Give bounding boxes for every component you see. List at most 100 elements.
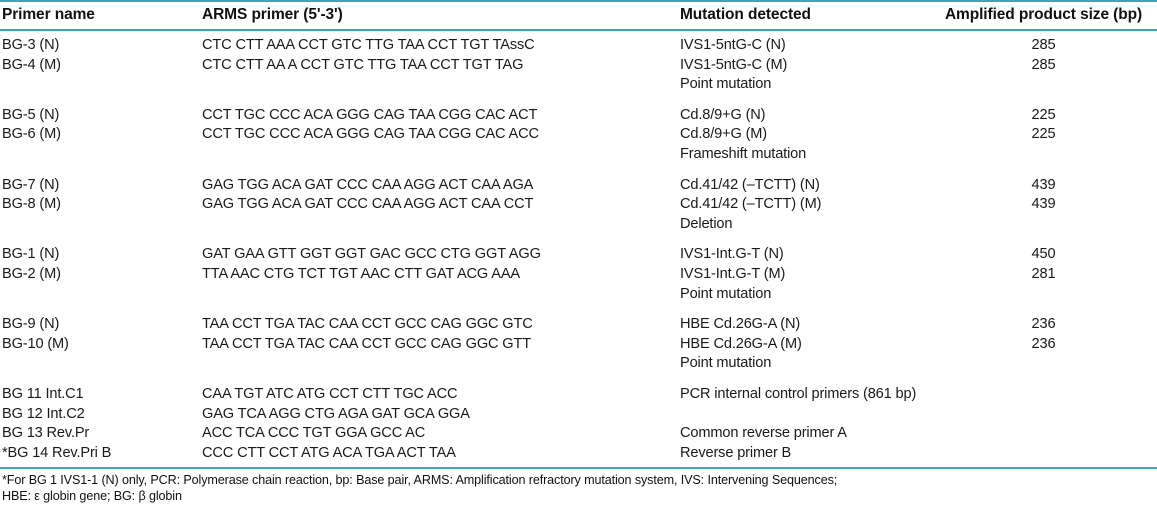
table-row: BG-10 (M) TAA CCT TGA TAC CAA CCT GCC CAG…	[0, 335, 1157, 355]
cell-primer-name: *BG 14 Rev.Pri B	[2, 444, 112, 461]
table-row: BG-2 (M) TTA AAC CTG TCT TGT AAC CTT GAT …	[0, 265, 1157, 285]
cell-amplified-product-size: 236	[1031, 335, 1056, 352]
spacer-cell	[0, 165, 1157, 176]
cell-arms-primer: TAA CCT TGA TAC CAA CCT GCC CAG GGC GTC	[202, 316, 533, 333]
cell-amplified-product-size: 285	[1031, 37, 1056, 53]
table-row: BG-7 (N) GAG TGG ACA GAT CCC CAA AGG ACT …	[0, 176, 1157, 196]
footnote-cell: *For BG 1 IVS1-1 (N) only, PCR: Polymera…	[0, 467, 1157, 506]
cell-amplified-product-size	[930, 215, 1157, 235]
cell-mutation-detected: Cd.8/9+G (N)	[680, 106, 766, 123]
cell-primer-name	[0, 285, 200, 305]
cell-arms-primer: TAA CCT TGA TAC CAA CCT GCC CAG GGC GTT	[202, 335, 532, 352]
cell-primer-name: BG-3 (N)	[2, 37, 60, 53]
cell-primer-name: BG-1 (N)	[2, 246, 60, 263]
cell-arms-primer: CTC CTT AA A CCT GTC TTG TAA CCT TGT TAG	[202, 56, 524, 73]
cell-arms-primer: CCT TGC CCC ACA GGG CAG TAA CGG CAC ACC	[202, 126, 539, 143]
cell-primer-name: BG 13 Rev.Pr	[2, 425, 90, 442]
cell-mutation-detected: Reverse primer B	[680, 444, 792, 461]
spacer-cell	[0, 234, 1157, 245]
table-row: BG-4 (M) CTC CTT AA A CCT GTC TTG TAA CCT…	[0, 56, 1157, 76]
cell-arms-primer: GAG TCA AGG CTG AGA GAT GCA GGA	[202, 405, 470, 422]
cell-amplified-product-size: 236	[1031, 316, 1056, 333]
cell-arms-primer: CAA TGT ATC ATG CCT CTT TGC ACC	[202, 385, 458, 402]
table-row: *BG 14 Rev.Pri B CCC CTT CCT ATG ACA TGA …	[0, 444, 1157, 469]
table-row: BG-9 (N) TAA CCT TGA TAC CAA CCT GCC CAG …	[0, 315, 1157, 335]
column-header-amplified-product-size: Amplified product size (bp)	[930, 0, 1157, 31]
spacer-cell	[0, 304, 1157, 315]
cell-primer-name: BG-9 (N)	[2, 316, 60, 333]
table-row: BG 12 Int.C2 GAG TCA AGG CTG AGA GAT GCA …	[0, 405, 1157, 425]
cell-primer-name: BG 12 Int.C2	[2, 405, 85, 422]
cell-amplified-product-size	[930, 424, 1157, 444]
column-header-primer-name: Primer name	[0, 0, 200, 31]
cell-mutation-detected: HBE Cd.26G-A (N)	[680, 316, 801, 333]
table-row: BG-3 (N) CTC CTT AAA CCT GTC TTG TAA CCT …	[0, 30, 1157, 56]
cell-mutation-detected: PCR internal control primers (861 bp)	[680, 385, 917, 402]
cell-primer-name: BG-2 (M)	[2, 265, 61, 282]
cell-arms-primer	[200, 75, 678, 95]
cell-arms-primer: CTC CTT AAA CCT GTC TTG TAA CCT TGT TAss…	[202, 37, 535, 53]
cell-mutation-detected: Common reverse primer A	[680, 425, 847, 442]
cell-primer-name: BG-4 (M)	[2, 56, 61, 73]
cell-mutation-detected: IVS1-5ntG-C (M)	[680, 56, 788, 73]
cell-amplified-product-size	[930, 444, 1157, 469]
cell-arms-primer: GAG TGG ACA GAT CCC CAA AGG ACT CAA AGA	[202, 176, 534, 193]
cell-mutation-detected: Frameshift mutation	[680, 145, 807, 162]
table-row-spacer	[0, 374, 1157, 385]
column-header-mutation-detected: Mutation detected	[678, 0, 930, 31]
table-row: Point mutation	[0, 75, 1157, 95]
cell-mutation-detected: Point mutation	[680, 285, 772, 302]
cell-amplified-product-size: 450	[1031, 246, 1056, 263]
cell-amplified-product-size	[930, 75, 1157, 95]
cell-primer-name: BG 11 Int.C1	[2, 385, 84, 402]
cell-mutation-detected	[678, 405, 930, 425]
cell-primer-name: BG-8 (M)	[2, 196, 61, 213]
cell-primer-name	[0, 215, 200, 235]
column-header-arms-primer: ARMS primer (5'-3')	[200, 0, 678, 31]
cell-arms-primer: GAT GAA GTT GGT GGT GAC GCC CTG GGT AGG	[202, 246, 541, 263]
table-header-row: Primer name ARMS primer (5'-3') Mutation…	[0, 0, 1157, 31]
cell-amplified-product-size	[930, 354, 1157, 374]
cell-mutation-detected: Point mutation	[680, 355, 772, 372]
table-row-spacer	[0, 165, 1157, 176]
table-row: Point mutation	[0, 285, 1157, 305]
table-row: BG-8 (M) GAG TGG ACA GAT CCC CAA AGG ACT …	[0, 195, 1157, 215]
cell-amplified-product-size	[930, 285, 1157, 305]
cell-primer-name: BG-7 (N)	[2, 176, 60, 193]
cell-arms-primer	[200, 215, 678, 235]
cell-mutation-detected: HBE Cd.26G-A (M)	[680, 335, 802, 352]
cell-arms-primer	[200, 285, 678, 305]
cell-primer-name: BG-10 (M)	[2, 335, 69, 352]
cell-amplified-product-size: 285	[1031, 56, 1056, 73]
table-row-spacer	[0, 234, 1157, 245]
cell-amplified-product-size: 225	[1031, 106, 1056, 123]
table-row: Frameshift mutation	[0, 145, 1157, 165]
cell-arms-primer: CCC CTT CCT ATG ACA TGA ACT TAA	[202, 444, 456, 461]
footnote-line-2: HBE: ε globin gene; BG: β globin	[2, 489, 182, 504]
cell-mutation-detected: Cd.41/42 (–TCTT) (M)	[680, 196, 822, 213]
cell-primer-name: BG-5 (N)	[2, 106, 60, 123]
cell-arms-primer: GAG TGG ACA GAT CCC CAA AGG ACT CAA CCT	[202, 196, 534, 213]
cell-mutation-detected: Cd.41/42 (–TCTT) (N)	[680, 176, 820, 193]
table-row: Point mutation	[0, 354, 1157, 374]
footnote-line-1: *For BG 1 IVS1-1 (N) only, PCR: Polymera…	[2, 473, 838, 488]
table-footer: *For BG 1 IVS1-1 (N) only, PCR: Polymera…	[0, 467, 1157, 506]
cell-mutation-detected: IVS1-5ntG-C (N)	[680, 37, 786, 53]
table-body: BG-3 (N) CTC CTT AAA CCT GTC TTG TAA CCT …	[0, 30, 1157, 468]
cell-amplified-product-size: 225	[1031, 126, 1056, 143]
cell-mutation-detected: Deletion	[680, 215, 733, 232]
cell-arms-primer: TTA AAC CTG TCT TGT AAC CTT GAT ACG AAA	[202, 265, 520, 282]
table-row-spacer	[0, 304, 1157, 315]
cell-arms-primer: CCT TGC CCC ACA GGG CAG TAA CGG CAC ACT	[202, 106, 538, 123]
cell-arms-primer	[200, 145, 678, 165]
cell-amplified-product-size: 439	[1031, 196, 1056, 213]
table-row: BG 11 Int.C1 CAA TGT ATC ATG CCT CTT TGC …	[0, 385, 1157, 405]
spacer-cell	[0, 95, 1157, 106]
cell-mutation-detected: Cd.8/9+G (M)	[680, 126, 768, 143]
table-row: Deletion	[0, 215, 1157, 235]
cell-amplified-product-size: 281	[1031, 265, 1056, 282]
cell-amplified-product-size: 439	[1031, 176, 1056, 193]
